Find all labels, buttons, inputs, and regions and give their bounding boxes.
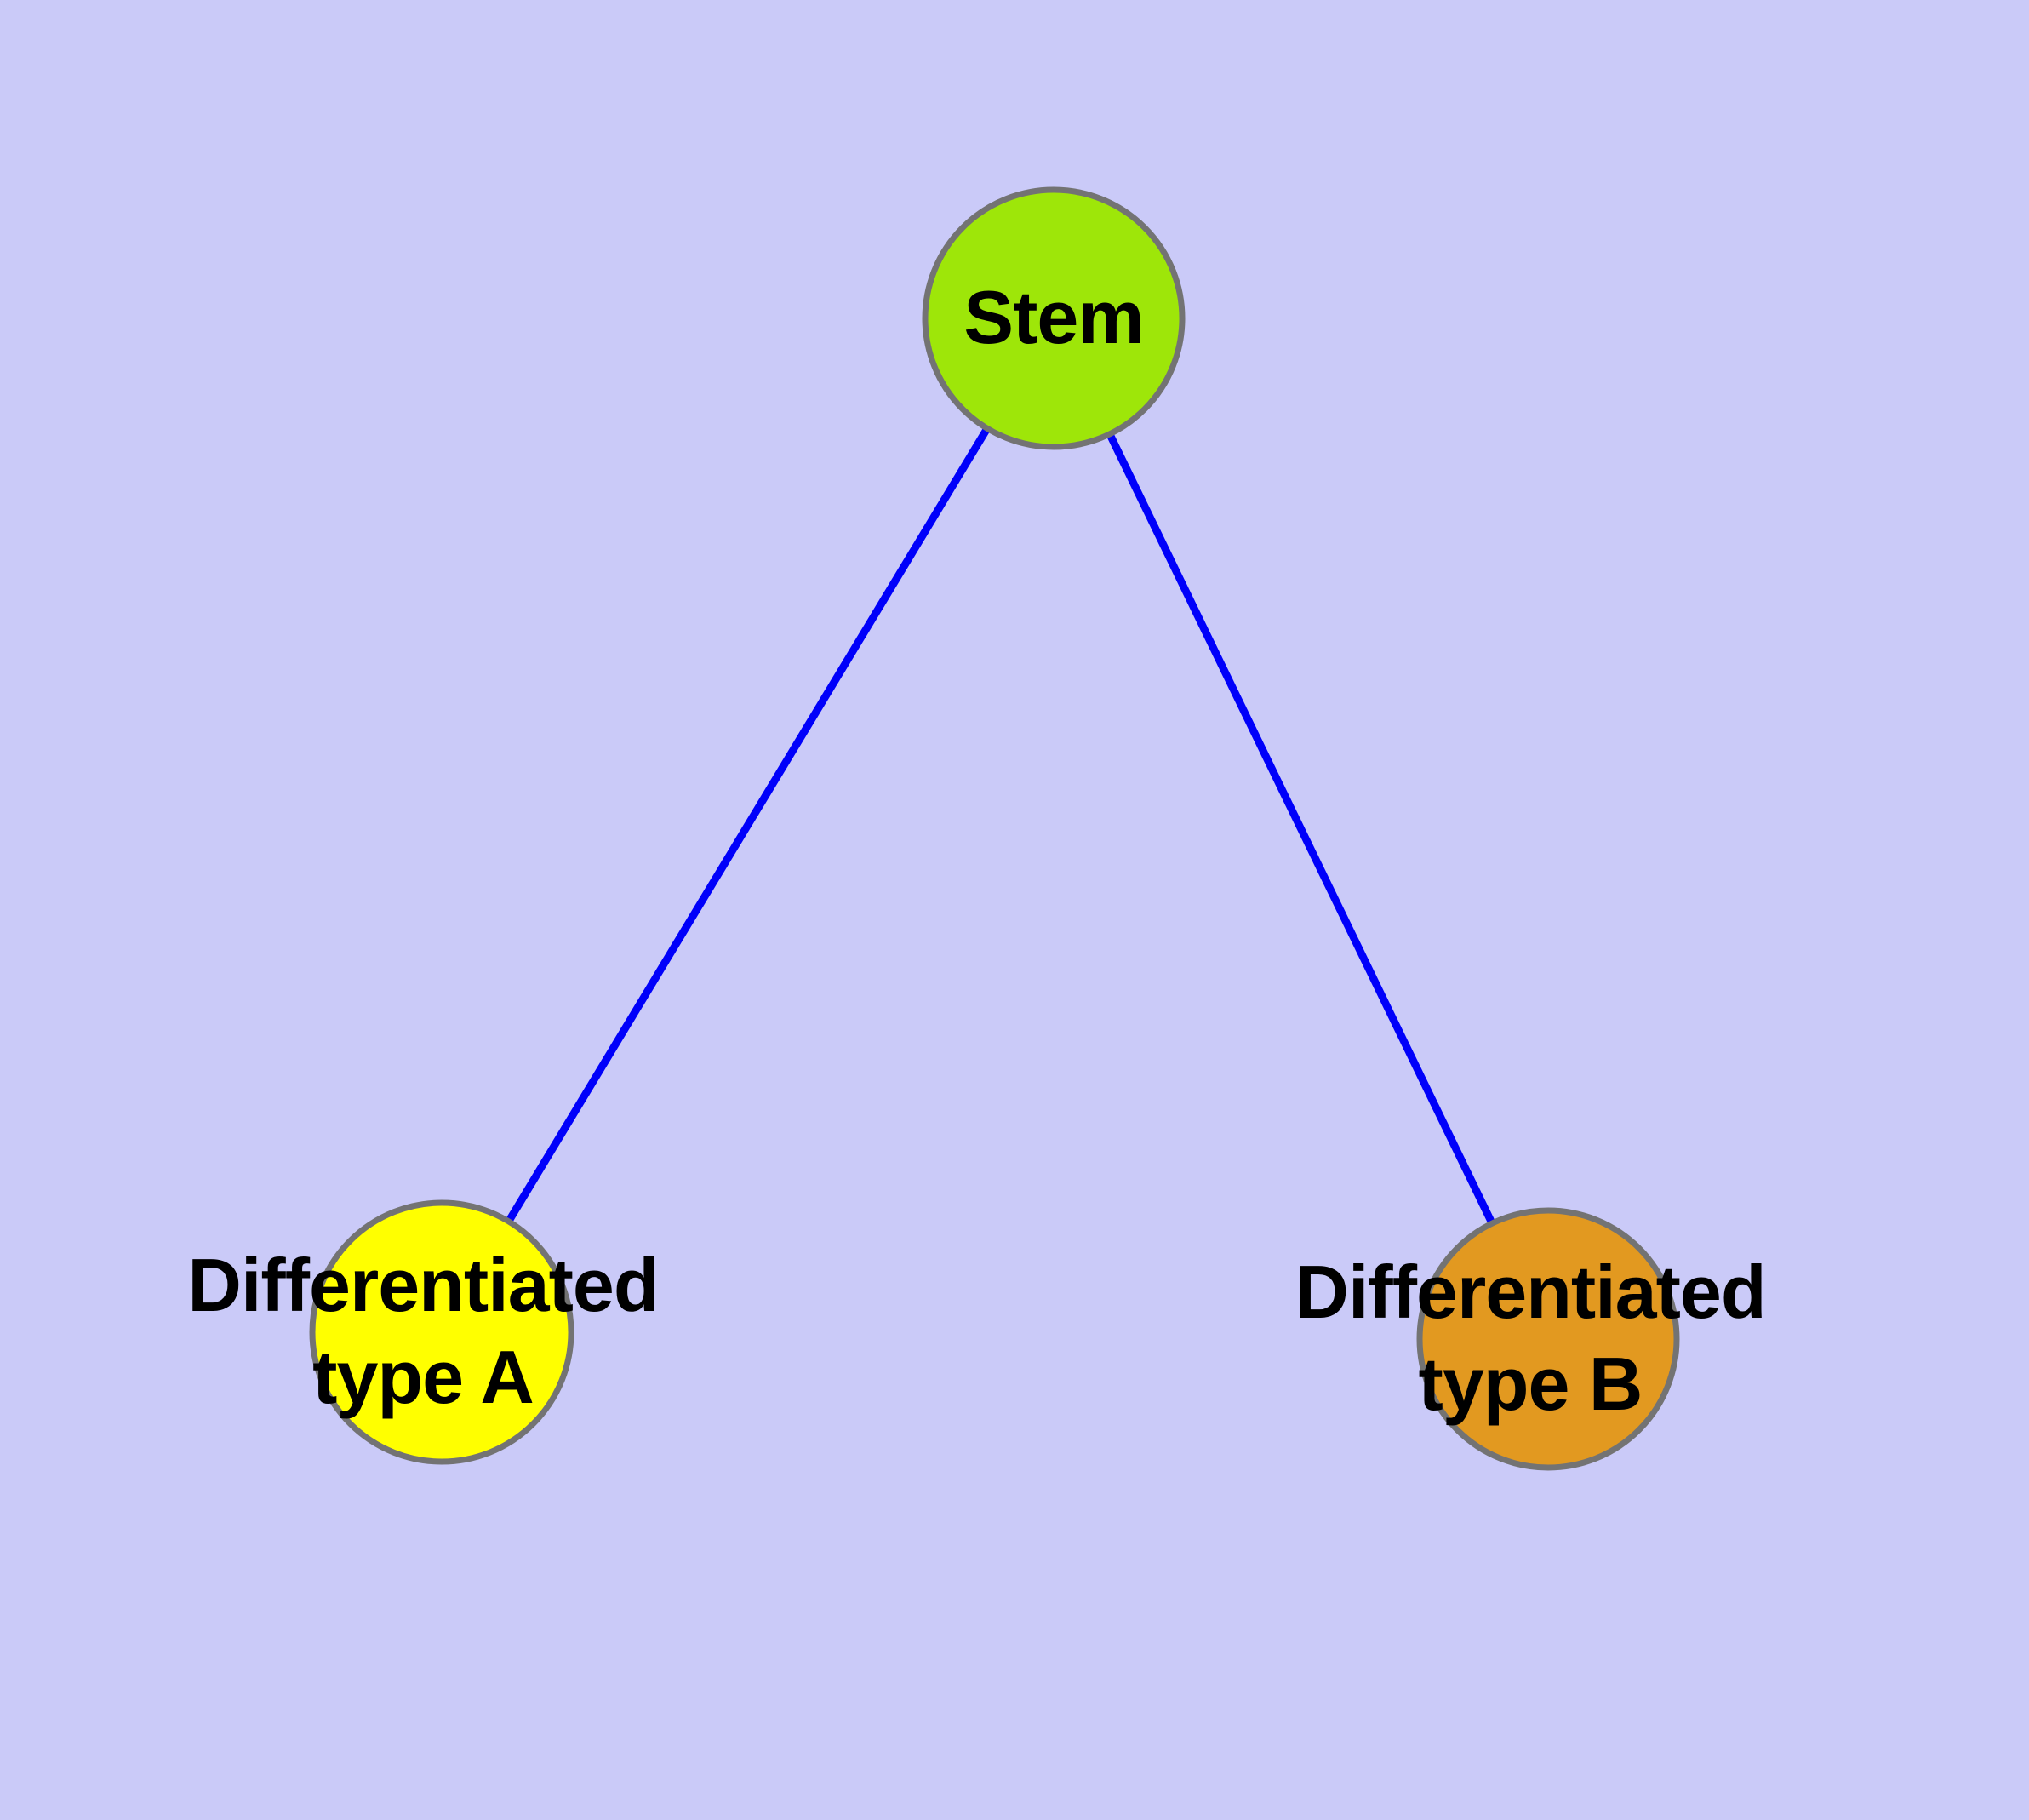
edge-stem-diff-b <box>1049 317 1552 1341</box>
node-stem-label: Stem <box>963 275 1143 359</box>
edges-layer <box>438 316 1552 1341</box>
node-diff-a-label-line-2: type A <box>312 1335 534 1419</box>
node-diff-b-circle <box>1416 1207 1680 1471</box>
node-diff-a-circle <box>309 1199 574 1465</box>
node-stem-label-line-1: Stem <box>963 275 1143 359</box>
node-diff-a-label-line-1: Differentiated <box>187 1243 658 1327</box>
node-diff-b-label-line-1: Differentiated <box>1295 1250 1765 1334</box>
node-diff-b-label-line-2: type B <box>1419 1342 1643 1426</box>
node-stem-circle <box>922 186 1186 450</box>
edge-stem-diff-a <box>438 316 1057 1335</box>
nodes-layer <box>309 186 1680 1471</box>
